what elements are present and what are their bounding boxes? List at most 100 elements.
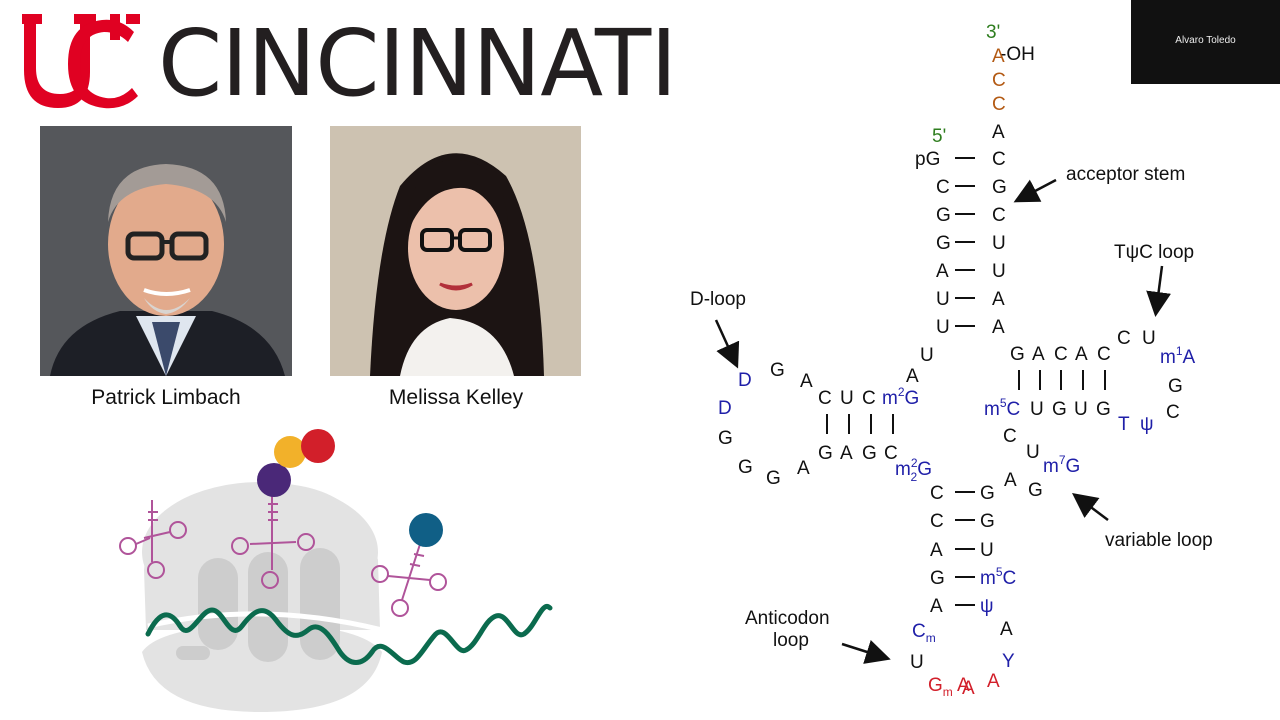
nucleotide: A [1032, 344, 1045, 365]
nucleotide: D [718, 398, 732, 419]
nucleotide: G [980, 483, 995, 504]
nucleotide: G [862, 443, 877, 464]
nucleotide: G [1052, 399, 1067, 420]
nucleotide: G [818, 443, 833, 464]
nucleotide: A [800, 371, 813, 392]
nucleotide: G [718, 428, 733, 449]
nucleotide: A [992, 122, 1005, 143]
nucleotide: A [840, 443, 853, 464]
nucleotide: C [1054, 344, 1068, 365]
modified-nucleotide: m1A [1160, 344, 1196, 368]
participant-name: Alvaro Toledo [1131, 35, 1280, 46]
five-prime-label: 5' [932, 126, 946, 147]
amino-acid-yellow [274, 436, 306, 468]
nucleotide: A [992, 317, 1005, 338]
modified-nucleotide: Gm A [928, 675, 970, 699]
nucleotide: A [936, 261, 949, 282]
nucleotide: C [1166, 402, 1180, 423]
nucleotide: C [1097, 344, 1111, 365]
nucleotide: D [738, 370, 752, 391]
nucleotide: ψ [980, 596, 994, 617]
nucleotide: C [930, 511, 944, 532]
portrait-melissa-kelley [330, 126, 581, 376]
nucleotide: pG [915, 149, 940, 170]
nucleotide: U [1142, 328, 1156, 349]
modified-nucleotide: m5C [980, 565, 1016, 589]
nucleotide: A [1075, 344, 1088, 365]
amino-acid-purple [257, 463, 291, 497]
nucleotide: C [992, 205, 1006, 226]
nucleotide: A [987, 671, 1000, 692]
nucleotide: C [992, 94, 1006, 115]
twc-loop-label: TψC loop [1114, 242, 1194, 263]
nucleotide: G [936, 205, 951, 226]
nucleotide: U [992, 233, 1006, 254]
twc-loop-arrow [1156, 266, 1162, 312]
nucleotide: A [930, 540, 943, 561]
anticodon-loop-arrow [842, 644, 886, 658]
modified-nucleotide: m5C [984, 396, 1020, 420]
variable-loop-label: variable loop [1105, 530, 1213, 551]
nucleotide: U [1030, 399, 1044, 420]
caption-patrick-limbach: Patrick Limbach [36, 386, 296, 410]
nucleotide: U [936, 317, 950, 338]
nucleotide: A [797, 458, 810, 479]
ribosome-illustration [100, 420, 570, 720]
amino-acid-red [301, 429, 335, 463]
nucleotide: U [992, 261, 1006, 282]
nucleotide: U [1074, 399, 1088, 420]
nucleotide: C [992, 70, 1006, 91]
hydroxyl-label: -OH [1000, 44, 1035, 65]
nucleotide: G [980, 511, 995, 532]
nucleotide: G [766, 468, 781, 489]
nucleotide: U [1026, 442, 1040, 463]
acceptor-stem-label: acceptor stem [1066, 164, 1185, 185]
nucleotide: A [930, 596, 943, 617]
portrait-patrick-limbach [40, 126, 292, 376]
nucleotide: C [1117, 328, 1131, 349]
nucleotide: G [1028, 480, 1043, 501]
nucleotide: C [992, 149, 1006, 170]
nucleotide: T [1118, 414, 1130, 435]
nucleotide: G [1096, 399, 1111, 420]
nucleotide: G [770, 360, 785, 381]
anticodon-loop-label-line2: loop [773, 630, 809, 651]
nucleotide: C [1003, 426, 1017, 447]
caption-melissa-kelley: Melissa Kelley [326, 386, 586, 410]
nucleotide: U [980, 540, 994, 561]
participant-video-tile[interactable]: Alvaro Toledo [1131, 0, 1280, 84]
nucleotide: C [862, 388, 876, 409]
nucleotide: G [738, 457, 753, 478]
nucleotide: G [930, 568, 945, 589]
acceptor-stem-arrow [1018, 180, 1056, 200]
nucleotide: A [906, 366, 919, 387]
nucleotide: C [818, 388, 832, 409]
nucleotide: G [1010, 344, 1025, 365]
modified-nucleotide: m2G [882, 385, 919, 409]
nucleotide: U [936, 289, 950, 310]
anticodon-loop-label-line1: Anticodon [745, 608, 830, 629]
nucleotide: A [992, 46, 1005, 67]
nucleotide: A [1004, 470, 1017, 491]
nucleotide: G [936, 233, 951, 254]
nucleotide: G [992, 177, 1007, 198]
base-pair-lines [827, 158, 1105, 605]
university-wordmark: CINCINNATI [158, 18, 676, 110]
d-loop-arrow [716, 320, 736, 364]
trna-small-3 [372, 538, 446, 616]
nucleotide: U [920, 345, 934, 366]
d-loop-label: D-loop [690, 289, 746, 310]
nucleotide: A [1000, 619, 1013, 640]
nucleotide: C [936, 177, 950, 198]
nucleotide: G [1168, 376, 1183, 397]
nucleotide: A [992, 289, 1005, 310]
modified-nucleotide: m7G [1043, 453, 1080, 477]
nucleotide: U [910, 652, 924, 673]
three-prime-label: 3' [986, 22, 1000, 43]
nucleotide: ψ [1140, 414, 1154, 435]
nucleotide: U [840, 388, 854, 409]
uc-logo-mark [16, 10, 146, 120]
